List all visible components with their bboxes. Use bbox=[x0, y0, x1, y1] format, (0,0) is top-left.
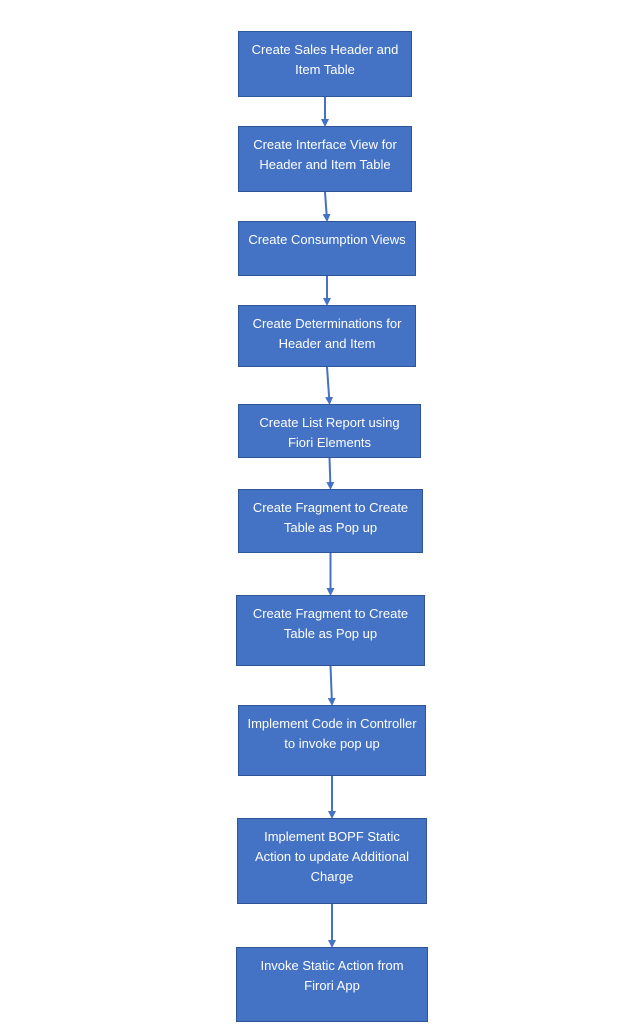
step-label: Create List Report using Fiori Elements bbox=[259, 415, 400, 450]
step-label: Create Sales Header and Item Table bbox=[251, 42, 399, 77]
step-box-create-determinations: Create Determinations for Header and Ite… bbox=[238, 305, 416, 367]
step-box-implement-bopf-action: Implement BOPF Static Action to update A… bbox=[237, 818, 427, 904]
step-box-create-fragment-1: Create Fragment to Create Table as Pop u… bbox=[238, 489, 423, 553]
step-label: Create Fragment to Create Table as Pop u… bbox=[252, 500, 409, 535]
step-box-implement-controller-code: Implement Code in Controller to invoke p… bbox=[238, 705, 426, 776]
step-box-create-sales-header: Create Sales Header and Item Table bbox=[238, 31, 412, 97]
connector-arrow bbox=[326, 457, 335, 490]
step-label: Implement Code in Controller to invoke p… bbox=[247, 716, 417, 751]
step-box-invoke-static-action: Invoke Static Action from Firori App bbox=[236, 947, 428, 1022]
step-box-create-interface-view: Create Interface View for Header and Ite… bbox=[238, 126, 412, 192]
connector-arrow bbox=[327, 665, 336, 706]
step-label: Invoke Static Action from Firori App bbox=[260, 958, 404, 993]
step-box-create-fragment-2: Create Fragment to Create Table as Pop u… bbox=[236, 595, 425, 666]
step-box-create-list-report: Create List Report using Fiori Elements bbox=[238, 404, 421, 458]
connector-arrow bbox=[322, 191, 331, 222]
step-label: Create Consumption Views bbox=[248, 232, 406, 247]
step-label: Create Interface View for Header and Ite… bbox=[253, 137, 397, 172]
step-label: Implement BOPF Static Action to update A… bbox=[255, 829, 409, 884]
connector-arrow bbox=[325, 366, 334, 405]
step-box-create-consumption-views: Create Consumption Views bbox=[238, 221, 416, 276]
step-label: Create Determinations for Header and Ite… bbox=[252, 316, 402, 351]
step-label: Create Fragment to Create Table as Pop u… bbox=[252, 606, 409, 641]
